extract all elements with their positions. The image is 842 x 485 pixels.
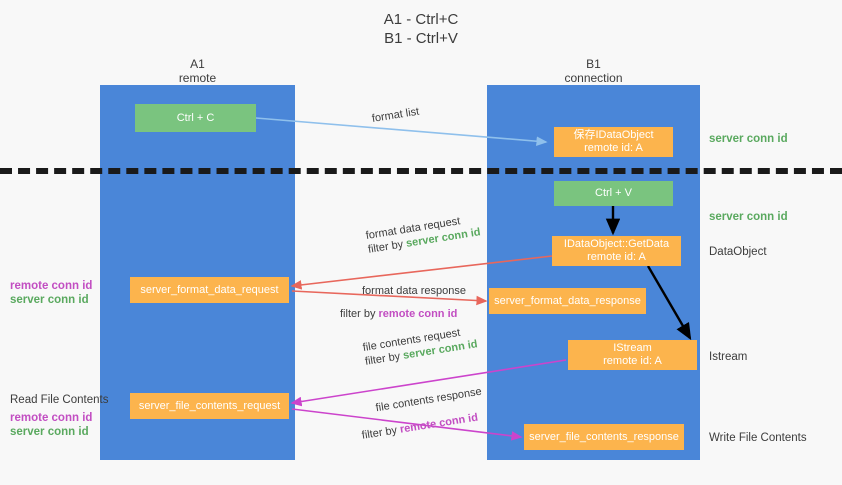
box-ctrl-v-label: Ctrl + V xyxy=(595,187,632,199)
column-a1-role: remote xyxy=(178,71,217,85)
column-header-a1: A1 remote xyxy=(100,57,295,85)
column-b1-name: B1 xyxy=(586,57,601,71)
box-getdata-line1: IDataObject::GetData xyxy=(563,238,670,250)
title-line-1: A1 - Ctrl+C xyxy=(383,11,459,28)
box-ctrl-c[interactable]: Ctrl + C xyxy=(135,104,256,132)
box-server-format-data-request[interactable]: server_format_data_request xyxy=(130,277,289,303)
box-server-format-data-request-label: server_format_data_request xyxy=(140,283,279,296)
file-contents-response-filter-value: remote conn id xyxy=(399,411,479,436)
page-title: A1 - Ctrl+C B1 - Ctrl+V xyxy=(0,10,842,48)
title-line-2: B1 - Ctrl+V xyxy=(384,30,458,47)
arrow-label-format-data-request: format data request filter by server con… xyxy=(365,211,482,256)
side-label-istream: Istream xyxy=(709,351,748,363)
side-label-server-conn-id-1: server conn id xyxy=(709,133,788,145)
format-remote-conn-id: remote conn id xyxy=(10,280,93,292)
format-data-response-line1: format data response xyxy=(362,285,466,297)
box-istream[interactable]: IStream remote id: A xyxy=(568,340,697,370)
box-getdata-line2: remote id: A xyxy=(587,251,646,263)
arrow-label-format-data-response: format data response filter by remote co… xyxy=(340,284,466,321)
phase-divider xyxy=(0,168,842,174)
file-contents-response-line1: file contents response xyxy=(374,385,483,415)
column-a1-name: A1 xyxy=(190,57,205,71)
format-data-response-filter-prefix: filter by xyxy=(340,308,379,320)
left-stack-file-conn-ids: remote conn id server conn id xyxy=(10,411,92,439)
box-server-format-data-response[interactable]: server_format_data_response xyxy=(489,288,646,314)
format-data-response-filter-value: remote conn id xyxy=(378,308,458,320)
box-ctrl-c-label: Ctrl + C xyxy=(176,111,215,124)
arrow-label-file-contents-request: file contents request filter by server c… xyxy=(362,323,479,368)
column-b1-role: connection xyxy=(564,71,623,85)
box-server-file-contents-request-label: server_file_contents_request xyxy=(138,399,281,412)
side-label-read-file-contents: Read File Contents xyxy=(10,394,109,406)
format-data-response-filter: filter by remote conn id xyxy=(340,307,466,321)
column-header-b1: B1 connection xyxy=(487,57,700,85)
arrow-label-format-list: format list xyxy=(371,105,421,125)
box-istream-line2: remote id: A xyxy=(603,355,662,367)
box-server-file-contents-request[interactable]: server_file_contents_request xyxy=(130,393,289,419)
box-server-format-data-response-label: server_format_data_response xyxy=(494,294,641,307)
box-save-idataobject-line2: remote id: A xyxy=(584,142,643,154)
box-save-idataobject[interactable]: 保存IDataObject remote id: A xyxy=(554,127,673,157)
box-istream-line1: IStream xyxy=(613,342,652,354)
side-label-dataobject: DataObject xyxy=(709,246,767,258)
arrow-label-file-contents-response: file contents response filter by remote … xyxy=(357,385,487,443)
file-server-conn-id: server conn id xyxy=(10,426,89,438)
box-ctrl-v[interactable]: Ctrl + V xyxy=(554,181,673,206)
file-contents-response-filter-prefix: filter by xyxy=(361,423,401,442)
box-save-idataobject-line1: 保存IDataObject xyxy=(573,129,654,141)
box-server-file-contents-response-label: server_file_contents_response xyxy=(529,430,679,443)
box-idataobject-getdata[interactable]: IDataObject::GetData remote id: A xyxy=(552,236,681,266)
left-stack-format-conn-ids: remote conn id server conn id xyxy=(10,279,92,307)
side-label-server-conn-id-2: server conn id xyxy=(709,211,788,223)
side-label-write-file-contents: Write File Contents xyxy=(709,432,807,444)
box-server-file-contents-response[interactable]: server_file_contents_response xyxy=(524,424,684,450)
format-server-conn-id: server conn id xyxy=(10,294,89,306)
file-remote-conn-id: remote conn id xyxy=(10,412,93,424)
